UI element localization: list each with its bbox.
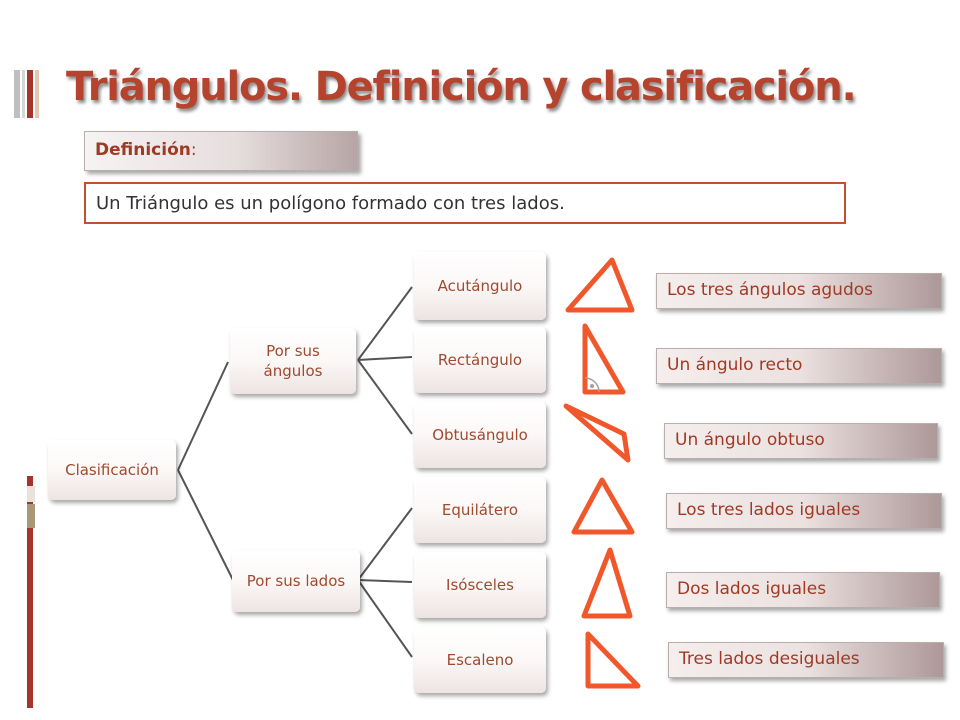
desc-acutangulo: Los tres ángulos agudos [656, 273, 942, 309]
side-accent-light [27, 486, 35, 502]
isosceles-triangle-icon [581, 547, 633, 619]
node-acutangulo: Acutángulo [414, 252, 546, 320]
node-classification: Clasificación [48, 440, 176, 500]
definition-text: Un Triángulo es un polígono formado con … [84, 182, 846, 224]
right-triangle-icon [582, 323, 626, 395]
node-by-angles: Por sus ángulos [230, 328, 356, 394]
connector-root-angles [177, 361, 229, 471]
definition-label: Definición: [84, 131, 358, 171]
side-accent-bar [27, 476, 33, 708]
desc-rectangulo: Un ángulo recto [656, 348, 942, 384]
desc-escaleno: Tres lados desiguales [668, 642, 944, 678]
connector-angles-obtuse [357, 359, 413, 435]
node-equilatero: Equilátero [414, 477, 546, 543]
node-rectangulo: Rectángulo [414, 327, 546, 393]
acute-triangle-icon [565, 257, 635, 313]
connector-sides-isosceles [357, 579, 413, 583]
connector-sides-equilateral [357, 507, 413, 581]
connector-root-sides [177, 469, 234, 581]
definition-colon: : [190, 140, 197, 160]
node-isosceles: Isósceles [414, 552, 546, 618]
node-obtusangulo: Obtusángulo [414, 402, 546, 468]
page-title: Triángulos. Definición y clasificación. [66, 64, 857, 110]
node-by-sides: Por sus lados [232, 550, 360, 612]
connector-angles-acute [357, 286, 413, 361]
obtuse-triangle-icon [563, 403, 631, 463]
desc-isosceles: Dos lados iguales [666, 572, 940, 608]
connector-sides-scalene [357, 579, 413, 658]
desc-equilatero: Los tres lados iguales [666, 493, 942, 529]
node-escaleno: Escaleno [414, 627, 546, 693]
scalene-triangle-icon [585, 631, 641, 689]
equilateral-triangle-icon [571, 477, 635, 535]
definition-label-text: Definición [95, 140, 191, 160]
desc-obtusangulo: Un ángulo obtuso [664, 423, 938, 459]
side-accent-tan [27, 504, 35, 528]
connector-angles-right [357, 356, 413, 361]
